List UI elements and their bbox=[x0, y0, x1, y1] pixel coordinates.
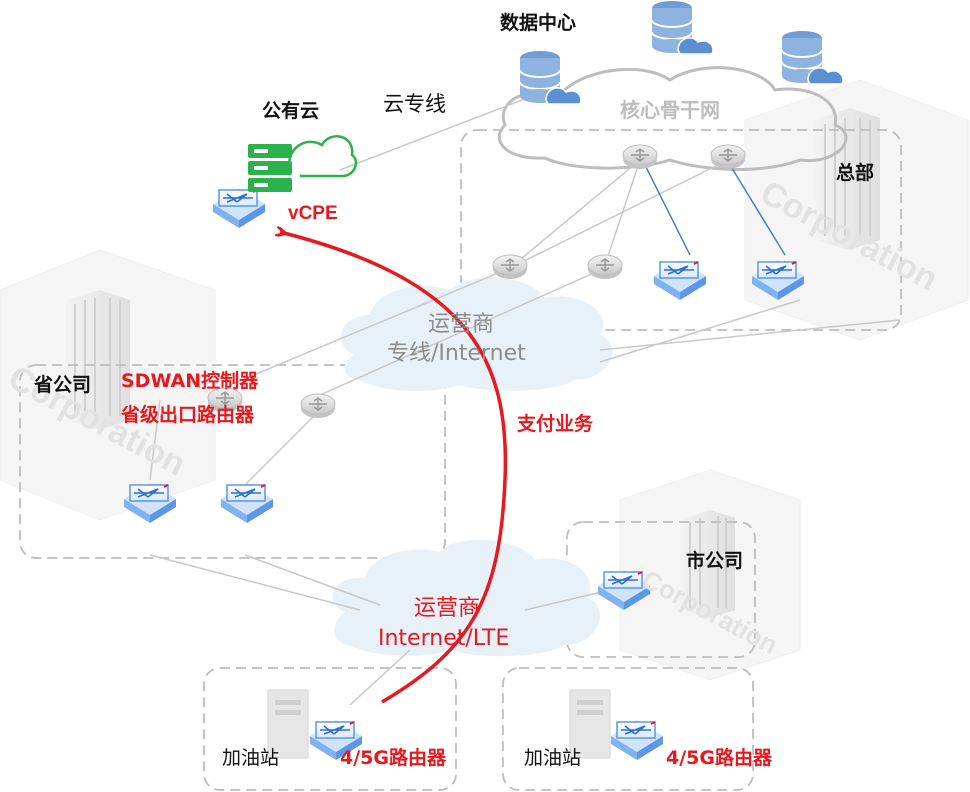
vcpe-label: vCPE bbox=[288, 203, 338, 224]
router-a-label: 4/5G路由器 bbox=[340, 747, 446, 769]
carrier-line-cloud bbox=[340, 277, 613, 392]
gas-station-b-server-icon bbox=[569, 689, 611, 759]
hq-switch-icon bbox=[653, 259, 707, 301]
core-backbone-label: 核心骨干网 bbox=[620, 98, 720, 122]
gas-station-a-label: 加油站 bbox=[222, 747, 280, 769]
backbone-router-icon bbox=[622, 144, 658, 170]
data-center-label: 数据中心 bbox=[500, 12, 577, 34]
carrier-line-label-2: 专线/Internet bbox=[387, 341, 526, 366]
gas-station-a-server-icon bbox=[267, 689, 309, 759]
province-router-label: 省级出口路由器 bbox=[121, 404, 255, 426]
database-icon bbox=[651, 1, 714, 55]
gas-station-a-boundary bbox=[203, 667, 457, 791]
cloud-line-label: 云专线 bbox=[383, 92, 446, 116]
payment-service-label: 支付业务 bbox=[517, 413, 594, 435]
database-icon bbox=[781, 31, 844, 85]
carrier-lte-label-1: 运营商 bbox=[414, 596, 481, 621]
router-b-label: 4/5G路由器 bbox=[666, 747, 772, 769]
connection-lines bbox=[149, 94, 901, 706]
carrier-line-label-1: 运营商 bbox=[428, 312, 495, 337]
backbone-router-icon bbox=[710, 144, 746, 170]
database-icon bbox=[519, 51, 582, 105]
hq-router-icon bbox=[587, 254, 623, 280]
province-boundary bbox=[19, 364, 446, 559]
hq-router-icon bbox=[492, 254, 528, 280]
gas-station-b-label: 加油站 bbox=[524, 747, 582, 769]
hq-boundary bbox=[460, 129, 902, 331]
payment-flow-arrow bbox=[280, 232, 508, 704]
city-company-label: 市公司 bbox=[686, 550, 744, 572]
carrier-lte-label-2: Internet/LTE bbox=[378, 626, 510, 651]
province-switch-icon bbox=[220, 482, 274, 524]
province-switch-icon bbox=[123, 482, 177, 524]
core-backbone-cloud bbox=[497, 66, 848, 171]
carrier-lte-cloud bbox=[332, 539, 601, 657]
sdwan-controller-label: SDWAN控制器 bbox=[121, 370, 259, 392]
gas-station-b-boundary bbox=[502, 667, 754, 791]
vcpe-switch-icon bbox=[212, 187, 266, 229]
gas-station-b-router-icon bbox=[610, 719, 664, 761]
public-cloud-label: 公有云 bbox=[262, 100, 320, 122]
province-company-label: 省公司 bbox=[34, 374, 92, 396]
province-router-icon bbox=[300, 393, 336, 419]
hq-label: 总部 bbox=[836, 162, 875, 184]
public-cloud-server-icon bbox=[248, 135, 358, 192]
city-boundary bbox=[566, 521, 756, 658]
province-building-bg bbox=[0, 249, 216, 521]
